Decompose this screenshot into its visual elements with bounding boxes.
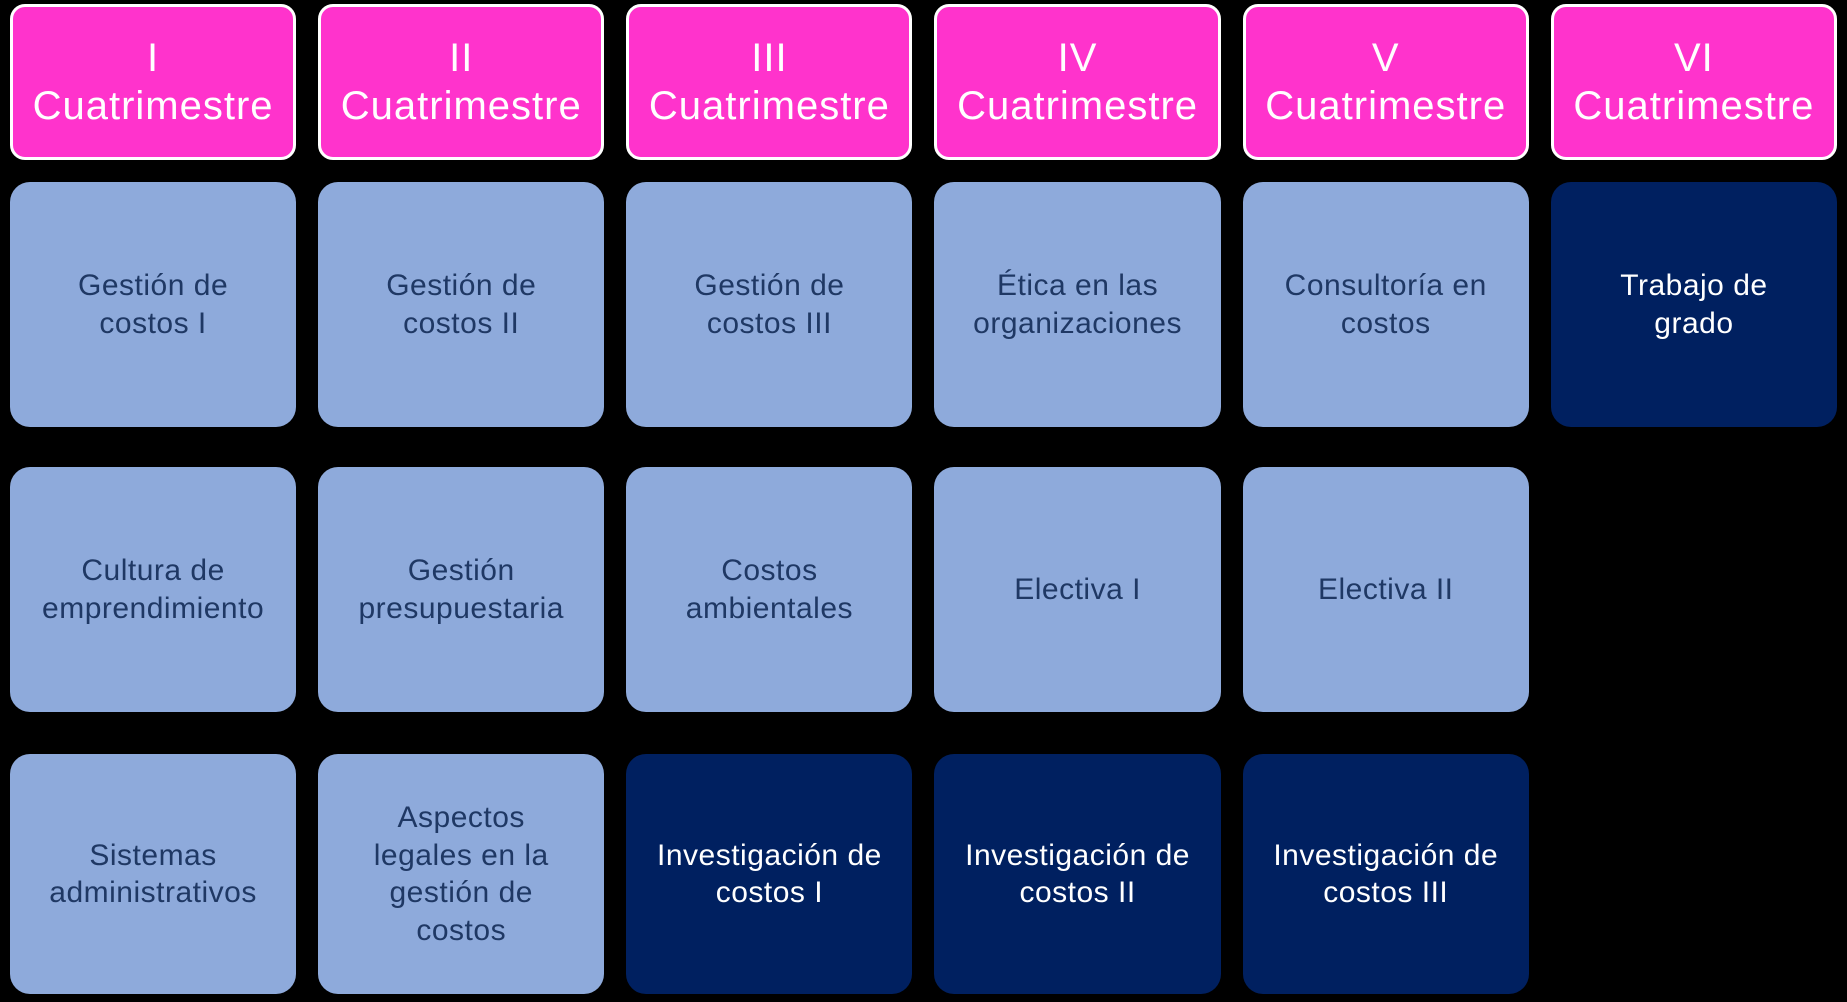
course-card-highlight: Investigación de costos I (626, 754, 913, 994)
course-label: Electiva II (1317, 572, 1454, 606)
course-card: Aspectos legales en la gestión de costos (318, 754, 605, 994)
course-label: Gestión de costos I (78, 269, 229, 340)
course-card: Electiva I (934, 467, 1221, 712)
course-card: Gestión de costos III (626, 182, 913, 427)
course-card: Costos ambientales (626, 467, 913, 712)
course-label: Trabajo de grado (1620, 269, 1768, 340)
course-card: Ética en las organizaciones (934, 182, 1221, 427)
course-label: Aspectos legales en la gestión de costos (373, 801, 549, 947)
course-card: Gestión presupuestaria (318, 467, 605, 712)
course-label: Investigación de costos II (965, 838, 1190, 910)
course-card: Electiva II (1242, 467, 1529, 712)
quarter-header-5: V Cuatrimestre (1242, 4, 1529, 160)
quarter-header-3: III Cuatrimestre (626, 4, 913, 160)
quarter-numeral: I (147, 36, 160, 80)
course-label: Gestión de costos III (694, 269, 845, 340)
course-label: Ética en las organizaciones (973, 269, 1182, 340)
quarter-label: Cuatrimestre (340, 84, 582, 128)
quarter-numeral: IV (1057, 36, 1098, 80)
course-card: Cultura de emprendimiento (10, 467, 297, 712)
quarter-numeral: III (751, 36, 788, 80)
quarter-label: Cuatrimestre (957, 84, 1199, 128)
quarter-header-4: IV Cuatrimestre (934, 4, 1221, 160)
course-label: Gestión de costos II (386, 269, 537, 340)
course-label: Investigación de costos III (1273, 838, 1499, 910)
course-card: Gestión de costos II (318, 182, 605, 427)
course-card-highlight: Trabajo de grado (1550, 182, 1837, 427)
quarter-label: Cuatrimestre (1573, 84, 1815, 128)
course-label: Consultoría en costos (1284, 269, 1487, 340)
course-label: Electiva I (1014, 572, 1141, 606)
course-label: Costos ambientales (685, 554, 854, 625)
course-label: Gestión presupuestaria (358, 554, 564, 625)
quarter-label: Cuatrimestre (32, 84, 274, 128)
quarter-numeral: V (1371, 36, 1400, 80)
quarter-numeral: II (449, 36, 474, 80)
course-label: Cultura de emprendimiento (42, 554, 265, 625)
quarter-label: Cuatrimestre (648, 84, 890, 128)
quarter-header-6: VI Cuatrimestre (1550, 4, 1837, 160)
quarter-header-2: II Cuatrimestre (318, 4, 605, 160)
quarter-header-1: I Cuatrimestre (10, 4, 297, 160)
course-label: Investigación de costos I (657, 838, 882, 910)
quarter-label: Cuatrimestre (1265, 84, 1507, 128)
course-card: Sistemas administrativos (10, 754, 297, 994)
course-card-highlight: Investigación de costos II (934, 754, 1221, 994)
course-card: Gestión de costos I (10, 182, 297, 427)
course-card-highlight: Investigación de costos III (1242, 754, 1529, 994)
course-card: Consultoría en costos (1242, 182, 1529, 427)
quarter-numeral: VI (1674, 36, 1714, 80)
course-label: Sistemas administrativos (49, 838, 257, 910)
